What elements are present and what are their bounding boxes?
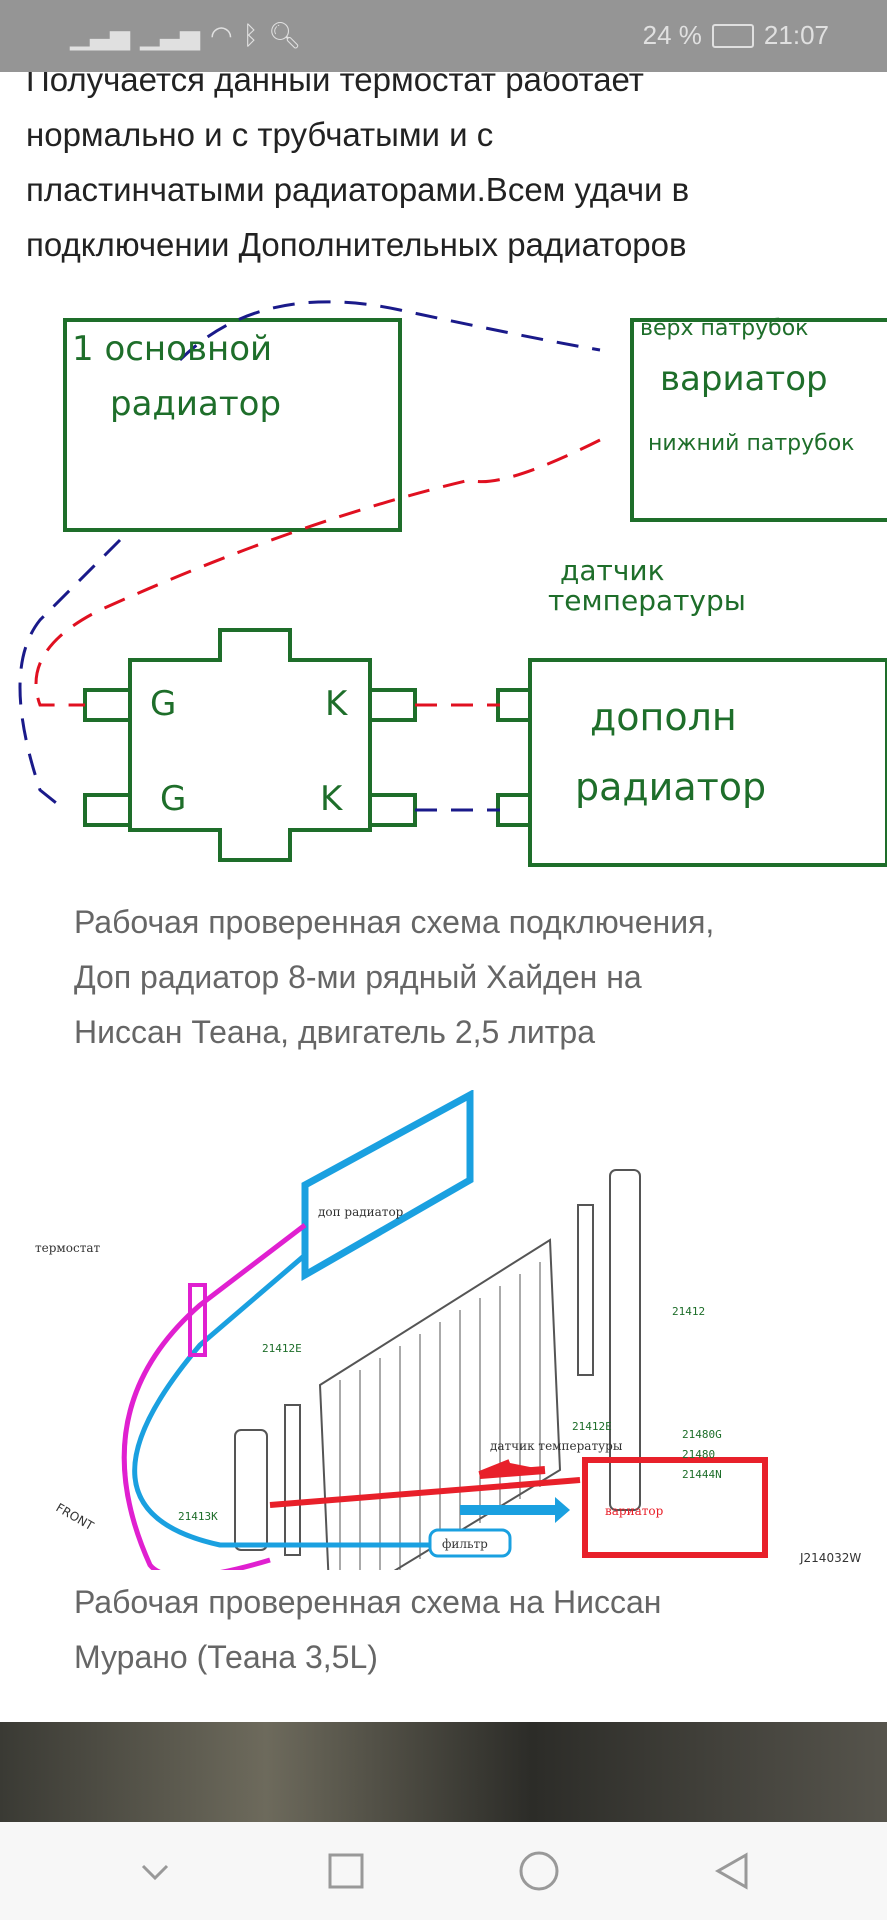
part-label: 21412E <box>572 1420 612 1433</box>
port-label: K <box>325 684 349 724</box>
part-label: 21412E <box>262 1342 302 1355</box>
main-radiator-box <box>63 318 402 532</box>
port-label: K <box>320 779 344 819</box>
search-icon: 🔍︎ <box>268 20 302 50</box>
status-bar: ▁▃▅ ▁▃▅ ◠ ᛒ 🔍︎ 24 % 21:07 <box>0 0 887 72</box>
part-label: 21480G <box>682 1428 722 1441</box>
sketch-label: верх патрубок <box>640 316 808 341</box>
diagram-label: вариатор <box>605 1504 664 1518</box>
sensor-photo[interactable] <box>0 1722 887 1822</box>
battery-percent: 24 % <box>642 20 702 50</box>
variator-box <box>630 318 887 522</box>
signal-icon: ▁▃▅ <box>140 20 200 50</box>
part-label: 21480 <box>682 1448 715 1461</box>
diagram-label: фильтр <box>442 1537 488 1551</box>
thermostat-mark <box>188 1283 207 1357</box>
signal-icon: ▁▃▅ <box>70 20 130 50</box>
part-label: 21413K <box>178 1510 218 1523</box>
sketch-label: дополн <box>590 695 737 739</box>
sketch-label: нижний патрубок <box>648 431 854 456</box>
image-caption: Рабочая проверенная схема на Ниссан Мура… <box>74 1575 874 1685</box>
port-label: G <box>150 684 176 724</box>
navigation-bar <box>0 1822 887 1920</box>
chevron-down-icon[interactable] <box>135 1856 175 1886</box>
variator-box <box>582 1457 768 1558</box>
bluetooth-icon: ᛒ <box>242 20 259 50</box>
text-line: нормально и с трубчатыми и с <box>26 116 494 153</box>
caption-line: Мурано (Теана 3,5L) <box>74 1639 378 1675</box>
diagram-label: термостат <box>35 1241 100 1255</box>
port-label: G <box>160 779 186 819</box>
caption-line: Рабочая проверенная схема подключения, <box>74 904 715 940</box>
sketch-label: температуры <box>548 584 746 617</box>
caption-line: Доп радиатор 8-ми рядный Хайден на <box>74 959 642 995</box>
diagram-label: датчик температуры <box>490 1439 623 1453</box>
text-line: подключении Дополнительных радиаторов <box>26 226 687 263</box>
part-label: 21444N <box>682 1468 722 1481</box>
extra-radiator-outline <box>301 1090 474 1282</box>
clock: 21:07 <box>763 20 829 50</box>
sketch-label: датчик <box>560 554 664 587</box>
image-caption: Рабочая проверенная схема подключения, Д… <box>74 895 874 1060</box>
sketch-label: радиатор <box>575 765 766 809</box>
hand-drawn-scheme-image[interactable]: 1 основной радиатор верх патрубок вариат… <box>0 290 887 885</box>
back-triangle-icon[interactable] <box>712 1851 752 1891</box>
wifi-icon: ◠ <box>210 20 233 50</box>
sketch-label: радиатор <box>110 384 281 424</box>
circle-icon[interactable] <box>517 1849 561 1893</box>
part-label: 21412 <box>672 1305 705 1318</box>
diagram-label: J214032W <box>799 1551 861 1565</box>
diagram-label: FRONT <box>54 1500 97 1533</box>
caption-line: Ниссан Теана, двигатель 2,5 литра <box>74 1014 595 1050</box>
diagram-label: доп радиатор <box>318 1205 404 1219</box>
battery-icon <box>711 23 754 48</box>
sketch-label: вариатор <box>660 359 828 399</box>
filter-box <box>428 1528 512 1558</box>
caption-line: Рабочая проверенная схема на Ниссан <box>74 1584 662 1620</box>
article-paragraph: Получается данный термостат работает нор… <box>26 52 876 272</box>
extra-radiator-box <box>528 658 887 867</box>
radiator-diagram-image[interactable]: термостат доп радиатор датчик температур… <box>0 1090 887 1570</box>
square-icon[interactable] <box>326 1851 366 1891</box>
thermostat-box <box>128 628 372 862</box>
text-line: пластинчатыми радиаторами.Всем удачи в <box>26 171 690 208</box>
sketch-label: 1 основной <box>72 329 272 369</box>
